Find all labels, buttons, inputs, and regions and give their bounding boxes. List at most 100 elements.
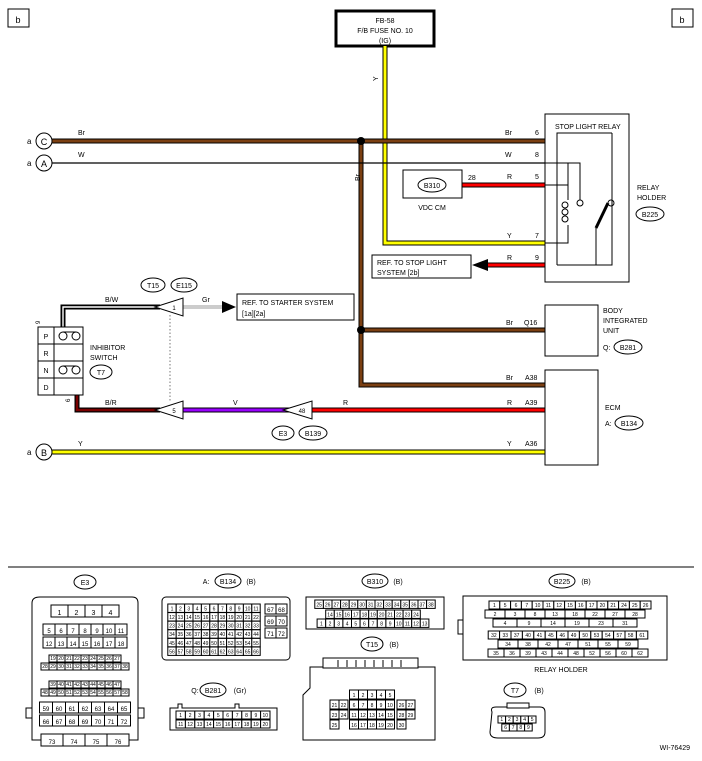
b281-cell-label: 8 bbox=[245, 713, 248, 719]
t15-cell-label: 11 bbox=[351, 713, 356, 719]
svg-text:a: a bbox=[27, 448, 32, 457]
inhibitor-connector-t7: T7 bbox=[97, 370, 105, 377]
b134-cell-label: 40 bbox=[220, 632, 226, 638]
t15-cell-label: 2 bbox=[362, 693, 365, 699]
b134-cell-label: 43 bbox=[245, 632, 251, 638]
b225-cell-label: 44 bbox=[557, 651, 563, 657]
e3-cell-label: 59 bbox=[43, 707, 50, 713]
b134-cell-label: 42 bbox=[236, 632, 242, 638]
relay-pin-7: 7 bbox=[535, 233, 539, 240]
b310-cell-label: 32 bbox=[377, 602, 383, 608]
t15-cell bbox=[385, 689, 395, 700]
b310-cell-label: 7 bbox=[372, 621, 375, 627]
e3-cell-label: 55 bbox=[98, 690, 104, 696]
t15-left-label: 24 bbox=[341, 713, 347, 719]
b134-cell-label: 15 bbox=[194, 615, 200, 621]
body-wire-br: Br bbox=[506, 320, 514, 327]
b225-cell-label: 28 bbox=[632, 612, 638, 618]
b281-cell-label: 12 bbox=[187, 722, 193, 728]
b310-cell-label: 35 bbox=[402, 602, 408, 608]
body-connector-b281: B281 bbox=[620, 345, 636, 352]
e3-cell-label: 31 bbox=[66, 664, 72, 670]
t15-cell-label: 16 bbox=[351, 723, 357, 729]
b134-cell-label: 54 bbox=[245, 641, 251, 647]
e3-cell-label: 58 bbox=[122, 690, 128, 696]
b281-cell-label: 17 bbox=[234, 722, 240, 728]
b225-cell-label: 33 bbox=[503, 633, 509, 639]
ecm-wire-a36: Y bbox=[507, 441, 512, 448]
t15-cell-label: 14 bbox=[378, 713, 384, 719]
b310-cell-label: 21 bbox=[387, 612, 393, 618]
b281-cell-label: 1 bbox=[179, 713, 182, 719]
corner-tag-right: b bbox=[679, 15, 684, 25]
e3-cell-label: 65 bbox=[121, 707, 128, 713]
t15-cell-label: 7 bbox=[362, 703, 365, 709]
e3-cell-label: 35 bbox=[98, 664, 104, 670]
t15-left-cell bbox=[338, 709, 349, 720]
b134-cell-label: 13 bbox=[178, 615, 184, 621]
t15-left-label: 22 bbox=[341, 703, 347, 709]
b310-cell-label: 20 bbox=[379, 612, 385, 618]
b134-tag: B134 bbox=[220, 579, 236, 586]
b134-cell-label: 29 bbox=[220, 624, 226, 630]
b310-cell bbox=[411, 609, 421, 619]
b134-cell-label: 59 bbox=[194, 649, 200, 655]
e3-cell-label: 18 bbox=[118, 642, 125, 648]
e3-cell-label: 70 bbox=[95, 720, 102, 726]
connector-tag-e115: E115 bbox=[176, 283, 192, 290]
b134-cell-label: 32 bbox=[245, 624, 251, 630]
b134-cell-label: 39 bbox=[211, 632, 217, 638]
b134-cell-label: 53 bbox=[236, 641, 242, 647]
b134-side-cell-label: 67 bbox=[267, 608, 274, 614]
b310-cell-label: 33 bbox=[385, 602, 391, 608]
b134-cell-label: 65 bbox=[245, 649, 251, 655]
b225-cell-label: 34 bbox=[505, 642, 511, 648]
relay-connector-b225: B225 bbox=[642, 212, 658, 219]
e3-cell-label: 69 bbox=[82, 720, 89, 726]
svg-text:C: C bbox=[41, 137, 48, 147]
b134-cell-label: 58 bbox=[186, 649, 192, 655]
arrow-to-stop-light bbox=[472, 259, 488, 271]
e3-cell-label: 39 bbox=[50, 682, 56, 688]
b281-cell-label: 9 bbox=[255, 713, 258, 719]
e3-cell-label: 75 bbox=[93, 740, 100, 746]
t15-suffix: (B) bbox=[389, 642, 398, 649]
e3-cell-label: 41 bbox=[66, 682, 72, 688]
b134-cell-label: 23 bbox=[169, 624, 175, 630]
b225-cell-label: 16 bbox=[578, 603, 584, 609]
e3-cell-label: 26 bbox=[106, 656, 112, 662]
t15-cell-label: 3 bbox=[371, 693, 374, 699]
e3-cell-label: 20 bbox=[58, 656, 64, 662]
b134-cell-label: 51 bbox=[220, 641, 226, 647]
relay-pin-9: 9 bbox=[535, 255, 539, 262]
b310-cell-label: 17 bbox=[353, 612, 359, 618]
t15-left-label: 25 bbox=[332, 723, 338, 729]
b134-cell-label: 20 bbox=[236, 615, 242, 621]
b310-cell-label: 31 bbox=[368, 602, 374, 608]
t15-right-label: 27 bbox=[408, 703, 414, 709]
b134-cell-label: 8 bbox=[229, 606, 232, 612]
b225-cell-label: 20 bbox=[600, 603, 606, 609]
e3-cell-label: 7 bbox=[71, 629, 75, 635]
b134-cell-label: 64 bbox=[236, 649, 242, 655]
b134-cell-label: 45 bbox=[169, 641, 175, 647]
e3-cell-label: 66 bbox=[43, 720, 50, 726]
e3-cell-label: 24 bbox=[90, 656, 96, 662]
b225-cell-label: 31 bbox=[622, 621, 628, 627]
e3-cell-label: 14 bbox=[70, 642, 77, 648]
e3-cell-label: 49 bbox=[50, 690, 56, 696]
b225-caption: RELAY HOLDER bbox=[534, 667, 587, 674]
b134-cell-label: 48 bbox=[194, 641, 200, 647]
e3-cell-label: 48 bbox=[42, 690, 48, 696]
pin-48-label: 48 bbox=[299, 409, 306, 415]
b225-cell-label: 45 bbox=[548, 633, 554, 639]
b281-cell bbox=[260, 710, 271, 720]
relay-pin-6: 6 bbox=[535, 130, 539, 137]
svg-text:B: B bbox=[41, 448, 47, 458]
e3-cell-label: 68 bbox=[69, 720, 76, 726]
b310-cell-label: 2 bbox=[329, 621, 332, 627]
t7-cell-label: 4 bbox=[523, 717, 526, 723]
t15-cell-label: 18 bbox=[369, 723, 375, 729]
e3-cell-label: 45 bbox=[98, 682, 104, 688]
wire-label-y-fuse: Y bbox=[373, 76, 380, 81]
